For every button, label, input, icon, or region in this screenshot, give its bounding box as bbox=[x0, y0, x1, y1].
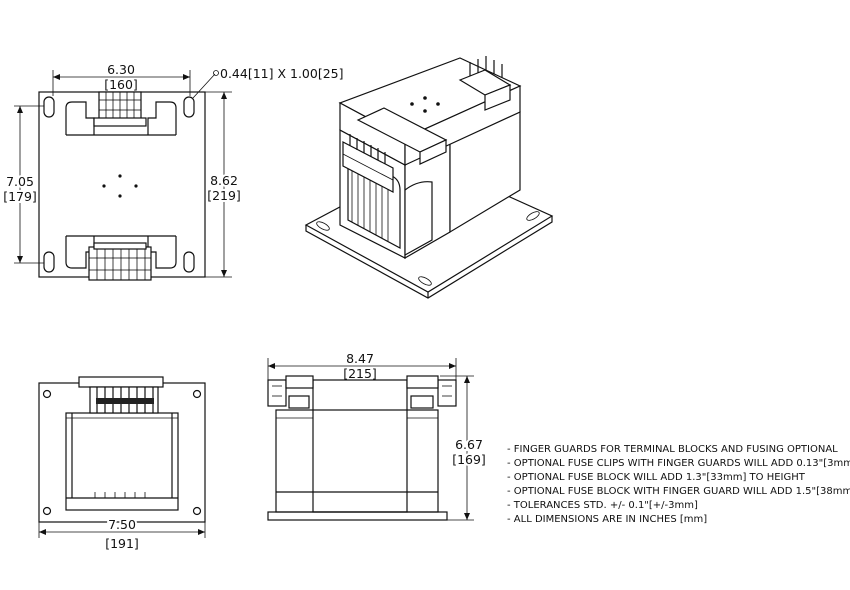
bracket-top-right bbox=[147, 101, 177, 135]
front-terminal-block bbox=[78, 376, 164, 414]
note-line: - FINGER GUARDS FOR TERMINAL BLOCKS AND … bbox=[507, 444, 838, 455]
top-view: 6.30 [160] 7.05 [179] 8.62 [219] 0.44[11… bbox=[1, 62, 344, 281]
slot-size-label: 0.44[11] X 1.00[25] bbox=[220, 66, 344, 81]
note-line: - OPTIONAL FUSE CLIPS WITH FINGER GUARDS… bbox=[507, 458, 850, 469]
bracket-bottom-left bbox=[65, 236, 95, 269]
side-base-plate bbox=[267, 511, 448, 521]
mounting-slot bbox=[183, 96, 195, 118]
slot-leader bbox=[192, 73, 216, 99]
terminal-block-top bbox=[93, 91, 147, 127]
dim-height-mm: [219] bbox=[207, 188, 241, 203]
mounting-slot bbox=[43, 96, 55, 118]
dim-width-mm: [160] bbox=[104, 77, 138, 92]
front-view: 7.50 [191] bbox=[38, 376, 206, 551]
mounting-slot bbox=[183, 251, 195, 273]
iso-terminal-block-rear bbox=[458, 56, 512, 111]
dim-width-in: 6.30 bbox=[107, 62, 135, 77]
note-line: - OPTIONAL FUSE BLOCK WILL ADD 1.3"[33mm… bbox=[507, 472, 806, 483]
note-line: - ALL DIMENSIONS ARE IN INCHES [mm] bbox=[507, 514, 707, 525]
side-terminal-right bbox=[406, 375, 457, 409]
dim-side-width-mm: [215] bbox=[343, 366, 377, 381]
dim-hole-spacing-in: 7.05 bbox=[6, 174, 34, 189]
iso-terminal-block-front bbox=[342, 134, 394, 193]
bracket-top-left bbox=[65, 101, 95, 135]
mounting-slot bbox=[43, 251, 55, 273]
dim-front-width-mm: [191] bbox=[105, 536, 139, 551]
center-bolt-pattern bbox=[102, 174, 138, 198]
dim-front-width-in: 7.50 bbox=[108, 517, 136, 532]
side-core bbox=[275, 409, 439, 513]
side-terminal-left bbox=[267, 375, 314, 409]
isometric-view bbox=[304, 56, 554, 299]
dim-hole-spacing-mm: [179] bbox=[3, 189, 37, 204]
note-line: - TOLERANCES STD. +/- 0.1"[+/-3mm] bbox=[507, 500, 698, 511]
note-line: - OPTIONAL FUSE BLOCK WITH FINGER GUARD … bbox=[507, 486, 850, 497]
terminal-block-bottom bbox=[88, 242, 152, 281]
dim-side-height-in: 6.67 bbox=[455, 437, 483, 452]
dim-side-width-in: 8.47 bbox=[346, 351, 374, 366]
side-view: 8.47 [215] 6.67 [169] bbox=[267, 349, 488, 521]
dim-height-in: 8.62 bbox=[210, 173, 238, 188]
bracket-bottom-right bbox=[147, 236, 177, 269]
notes-block: - FINGER GUARDS FOR TERMINAL BLOCKS AND … bbox=[507, 444, 850, 525]
dim-side-height-mm: [169] bbox=[452, 452, 486, 467]
front-core bbox=[65, 412, 179, 511]
